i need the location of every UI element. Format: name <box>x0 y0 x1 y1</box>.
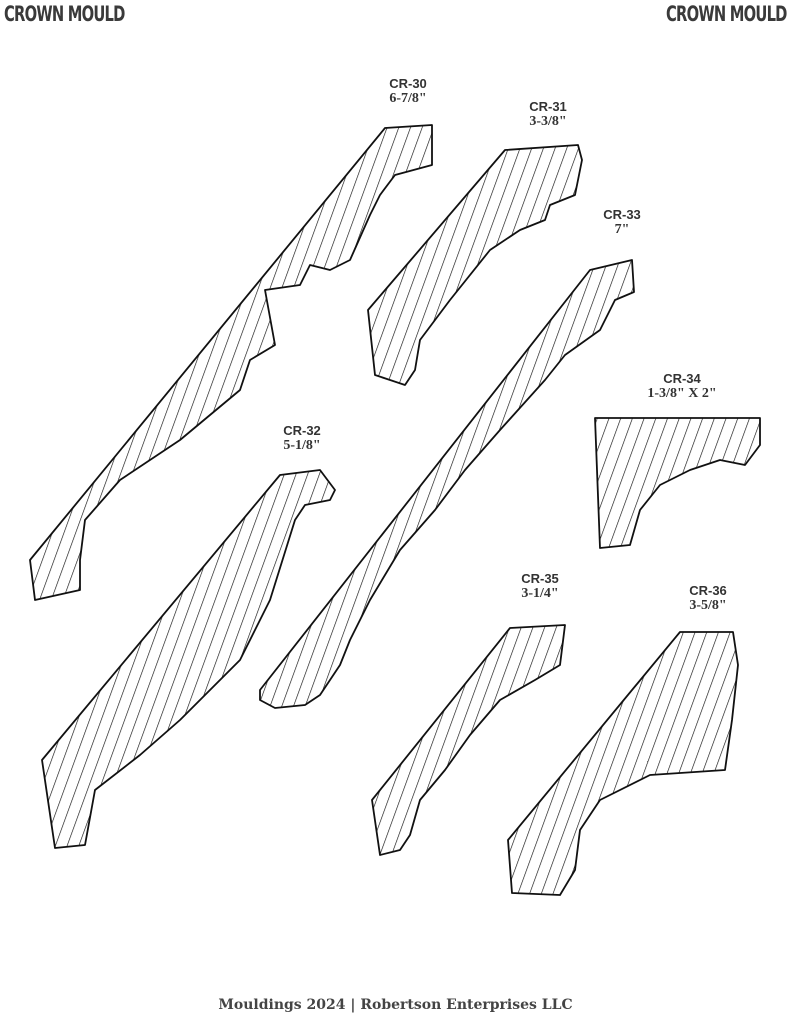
label-cr-35: CR-35 3-1/4" <box>521 571 559 602</box>
profile-cr-32 <box>41 469 336 849</box>
profile-cr-30 <box>29 124 433 601</box>
profile-size: 3-3/8" <box>529 114 567 129</box>
profile-code: CR-36 <box>689 583 727 598</box>
profile-cr-34 <box>594 417 761 549</box>
profile-cr-36 <box>507 631 739 896</box>
label-cr-30: CR-30 6-7/8" <box>389 76 427 107</box>
profile-size: 3-5/8" <box>689 598 727 613</box>
profile-size: 1-3/8" X 2" <box>647 386 717 401</box>
label-cr-36: CR-36 3-5/8" <box>689 583 727 614</box>
profile-code: CR-33 <box>603 207 641 222</box>
profile-cr-31 <box>367 144 583 386</box>
profile-code: CR-35 <box>521 571 559 586</box>
profile-code: CR-34 <box>663 371 701 386</box>
label-cr-33: CR-33 7" <box>603 207 641 238</box>
header-title-left: CROWN MOULD <box>4 2 125 26</box>
profile-code: CR-31 <box>529 99 567 114</box>
header-title-right: CROWN MOULD <box>666 2 787 26</box>
label-cr-31: CR-31 3-3/8" <box>529 99 567 130</box>
profile-size: 7" <box>614 222 630 237</box>
profile-code: CR-30 <box>389 76 427 91</box>
footer-text: Mouldings 2024 | Robertson Enterprises L… <box>218 997 573 1013</box>
profile-size: 3-1/4" <box>521 586 559 601</box>
profile-cr-35 <box>371 624 566 856</box>
profile-cr-33 <box>259 259 635 709</box>
label-cr-34: CR-34 1-3/8" X 2" <box>647 371 716 402</box>
label-cr-32: CR-32 5-1/8" <box>283 423 321 454</box>
profile-size: 6-7/8" <box>389 91 427 106</box>
profile-code: CR-32 <box>283 423 321 438</box>
profile-size: 5-1/8" <box>283 438 321 453</box>
